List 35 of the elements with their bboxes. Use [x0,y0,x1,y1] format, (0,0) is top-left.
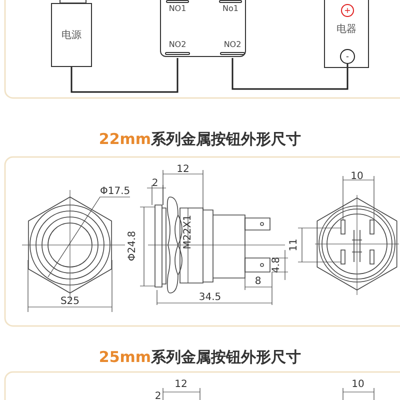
negative-terminal [340,49,355,64]
positive-terminal [341,4,354,17]
dimension-label: 10 [352,380,364,390]
terminal [219,0,242,14]
component-label: 电源 [62,28,82,42]
dimension-label: 10 [350,172,364,182]
terminal [220,41,245,58]
dimension-label: 2 [154,392,162,400]
dimension-label: 2 [152,179,158,189]
wire [70,58,178,93]
terminal-label: NO1 [168,5,188,13]
component-label: 电器 [336,22,356,36]
terminal-label: No1 [222,5,240,13]
terminal [166,0,189,14]
dimension-label: Φ17.5 [100,187,130,197]
terminal-sign: + [344,6,351,14]
terminal-sign: - [346,52,349,60]
component-box [324,0,369,68]
section-heading: 25mm系列金属按钮外形尺寸 [98,350,302,365]
dimension-label: S25 [60,297,80,307]
dimension-label: 4.8 [272,257,282,273]
terminal-label: NO2 [222,41,242,49]
dimension-label: 34.5 [198,293,222,303]
dimension-label: M22X1 [183,214,193,250]
switch-body [160,0,246,57]
dimension-label: 8 [254,277,262,287]
terminal [165,41,190,58]
dimension-label: 11 [289,238,299,252]
dimension-label: Φ24.8 [128,230,138,262]
dimension-label: 12 [176,165,190,175]
wire [232,58,348,90]
section-heading: 22mm系列金属按钮外形尺寸 [98,132,302,147]
dimension-label: 12 [174,380,188,390]
terminal-label: NO2 [168,41,188,49]
component-box [51,3,92,67]
